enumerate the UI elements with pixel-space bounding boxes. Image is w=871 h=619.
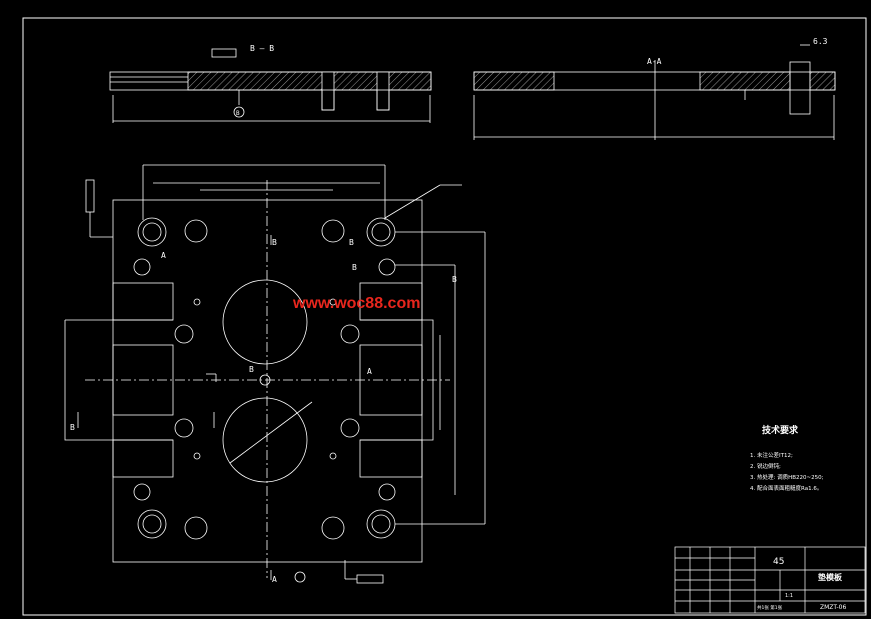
- section-marker-b3: B: [452, 275, 457, 284]
- title-block-scale: 1:1: [785, 593, 793, 599]
- tech-req-title: 技术要求: [762, 424, 799, 436]
- section-view-bb: B — B B: [109, 44, 432, 123]
- section-title-aa: A-A: [647, 57, 662, 66]
- section-marker-a2: A: [367, 367, 372, 376]
- section-view-aa: A-A 6.3: [473, 37, 836, 140]
- large-bore-lower: [222, 397, 308, 483]
- tech-req-item: 4. 配合面表面粗糙度Ra1.6。: [750, 484, 822, 492]
- tech-req-item: 3. 热处理: 调质HB220~250;: [750, 473, 824, 481]
- tech-req-item: 2. 锐边倒钝;: [750, 462, 781, 470]
- roughness-note: 6.3: [813, 37, 828, 46]
- title-block-material: 45: [773, 557, 784, 567]
- large-bore-upper: [222, 279, 308, 365]
- datum-frame-top: [211, 48, 237, 58]
- bb-letter-top: B: [236, 110, 240, 117]
- technical-requirements: 技术要求 1. 未注公差IT12; 2. 锐边倒钝; 3. 热处理: 调质HB2…: [750, 424, 824, 492]
- section-marker-a3: A: [272, 575, 277, 584]
- drawing-frame: [22, 17, 867, 616]
- plate-outline: [112, 199, 423, 563]
- title-block: [674, 546, 866, 614]
- section-title-bb: B — B: [250, 44, 274, 53]
- watermark: www.woc88.com: [292, 295, 420, 312]
- plan-view: [64, 164, 486, 584]
- section-marker-b5: B: [349, 238, 354, 247]
- section-marker-a1: A: [161, 251, 166, 260]
- section-marker-b6: B: [272, 238, 277, 247]
- section-marker-b2: B: [70, 423, 75, 432]
- tech-req-item: 1. 未注公差IT12;: [750, 451, 793, 459]
- section-marker-b4: B: [352, 263, 357, 272]
- section-marker-b1: B: [249, 365, 254, 374]
- title-block-sheet: 共1张 第1张: [757, 604, 783, 611]
- title-block-part-name: 垫模板: [818, 572, 843, 582]
- title-block-drawing-no: ZMZT-06: [820, 604, 846, 611]
